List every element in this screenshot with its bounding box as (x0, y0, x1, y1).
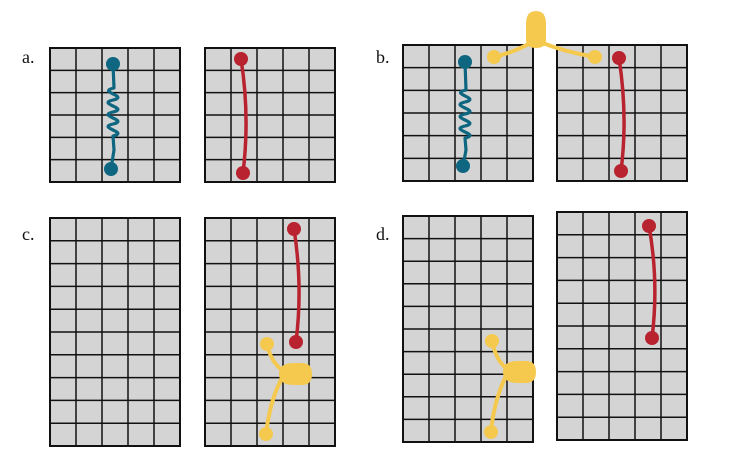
panel-label-c: c. (22, 224, 35, 244)
yellow-body-b (526, 11, 546, 48)
rod-a-bottom-node (236, 166, 250, 180)
yellow-node-b-right (588, 50, 602, 64)
grid-c-left (49, 217, 181, 447)
rod-d (647, 224, 657, 340)
panel-label-d: d. (376, 224, 390, 244)
yellow-node-b-left (487, 50, 501, 64)
grid-a-right (204, 47, 336, 183)
rod-c (292, 227, 301, 344)
spring-a-bottom-node (104, 162, 118, 176)
grids (49, 44, 688, 447)
spring-b-top-node (458, 55, 472, 69)
panel-d (484, 219, 659, 439)
rod-b-bottom-node (614, 164, 628, 178)
panel-b (456, 11, 628, 178)
spring-a-top-node (106, 57, 120, 71)
grid-d-right (556, 211, 688, 441)
spring-b-bottom-node (456, 159, 470, 173)
spring-b (458, 60, 472, 168)
panel-a (104, 52, 250, 180)
rod-c-bottom-node (289, 335, 303, 349)
yellow-body-d (503, 361, 536, 383)
panel-c (259, 222, 312, 441)
rod-d-bottom-node (645, 331, 659, 345)
yellow-node-c-bottom (259, 427, 273, 441)
rod-b-top-node (612, 51, 626, 65)
rod-a-top-node (234, 52, 248, 66)
yellow-node-d-top (485, 334, 499, 348)
rod-d-top-node (642, 219, 656, 233)
rod-a (239, 57, 248, 175)
yellow-node-c-top (260, 337, 274, 351)
rod-b (617, 56, 626, 173)
panel-label-a: a. (22, 47, 35, 67)
yellow-body-c (279, 363, 312, 385)
grid-d-left (402, 215, 534, 443)
panel-label-b: b. (376, 47, 390, 67)
spring-a (106, 62, 120, 171)
rod-c-top-node (287, 222, 301, 236)
yellow-node-d-bottom (484, 425, 498, 439)
